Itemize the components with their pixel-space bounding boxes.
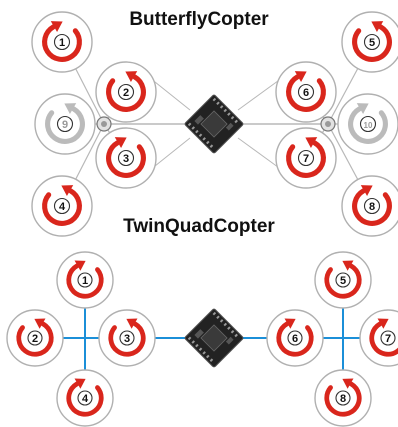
rotor-number-label: 7 [303, 153, 309, 165]
twinquad-rotor-1: 1 [56, 251, 114, 309]
rotor-number-label: 8 [369, 201, 375, 213]
butterfly-copter-title: ButterflyCopter [129, 9, 269, 30]
rotor-number-label: 6 [303, 87, 309, 99]
butterfly-rotor-4: 4 [31, 175, 93, 237]
motor-hub-icon [96, 116, 112, 132]
rotor-number-label: 4 [82, 393, 89, 405]
twinquad-rotor-7: 7 [359, 309, 398, 367]
butterfly-rotor-3: 3 [95, 127, 157, 189]
rotor-number-label: 1 [82, 275, 88, 287]
twinquad-rotor-3: 3 [98, 309, 156, 367]
butterfly-rotor-2: 2 [95, 61, 157, 123]
rotor-number-label: 3 [124, 333, 130, 345]
butterfly-rotor-8: 8 [341, 175, 398, 237]
rotor-number-label: 1 [59, 37, 65, 49]
butterfly-rotor-9: 9 [34, 93, 96, 155]
twinquad-rotor-6: 6 [266, 309, 324, 367]
rotor-number-label: 2 [123, 87, 129, 99]
twinquad-rotor-5: 5 [314, 251, 372, 309]
twinquad-rotor-8: 8 [314, 369, 372, 427]
rotor-number-label: 7 [385, 333, 391, 345]
rotor-number-label: 9 [62, 119, 68, 131]
twinquad-rotor-2: 2 [6, 309, 64, 367]
butterfly-rotor-10: 10 [337, 93, 398, 155]
rotor-number-label: 5 [340, 275, 346, 287]
butterfly-rotor-6: 6 [275, 61, 337, 123]
rotor-number-label: 5 [369, 37, 375, 49]
rotor-number-label: 3 [123, 153, 129, 165]
butterfly-rotor-7: 7 [275, 127, 337, 189]
rotor-number-label: 6 [292, 333, 298, 345]
flight-controller-board-icon [184, 308, 244, 368]
flight-controller-board-icon [184, 94, 244, 154]
rotor-number-label: 8 [340, 393, 346, 405]
butterfly-rotor-1: 1 [31, 11, 93, 73]
rotor-number-label: 10 [364, 121, 373, 130]
rotor-number-label: 2 [32, 333, 38, 345]
twinquad-rotor-4: 4 [56, 369, 114, 427]
rotor-number-label: 4 [59, 201, 66, 213]
butterfly-rotor-5: 5 [341, 11, 398, 73]
motor-hub-icon [320, 116, 336, 132]
twin-quad-copter-title: TwinQuadCopter [123, 216, 275, 237]
